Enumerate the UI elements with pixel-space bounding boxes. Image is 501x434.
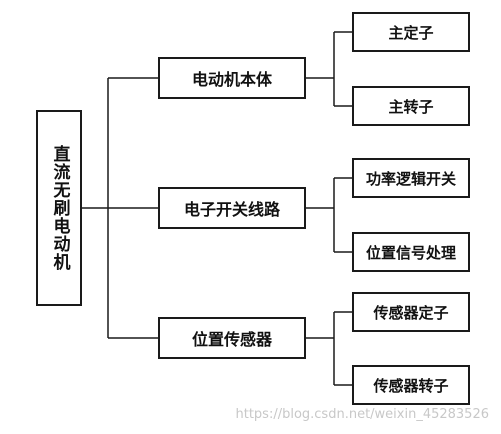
leaf-node-position-signal-processing: 位置信号处理: [352, 232, 470, 272]
leaf-node-main-rotor: 主转子: [352, 86, 470, 126]
leaf-node-sensor-rotor: 传感器转子: [352, 365, 470, 405]
watermark-text: https://blog.csdn.net/weixin_45283526: [235, 407, 489, 422]
leaf-node-main-stator: 主定子: [352, 12, 470, 52]
branch-node-electronic-switch-circuit: 电子开关线路: [158, 187, 306, 229]
root-node: 直流无刷电动机: [36, 110, 82, 306]
leaf-node-power-logic-switch: 功率逻辑开关: [352, 158, 470, 198]
leaf-node-sensor-stator: 传感器定子: [352, 292, 470, 332]
branch-node-position-sensor: 位置传感器: [158, 317, 306, 359]
branch-node-motor-body: 电动机本体: [158, 57, 306, 99]
